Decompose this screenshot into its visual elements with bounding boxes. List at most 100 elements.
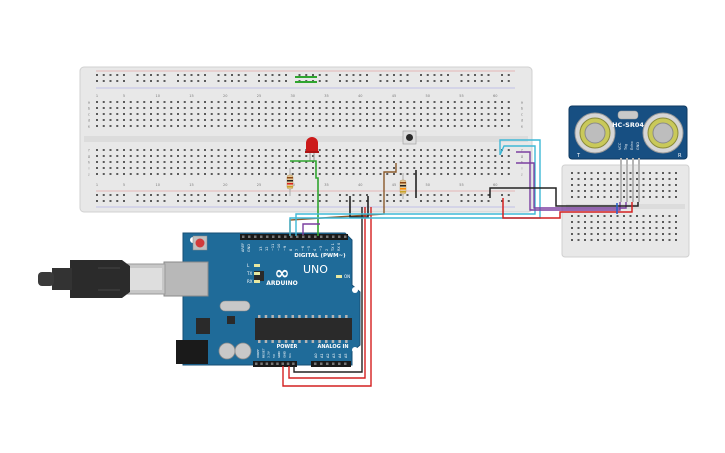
analog-pin-label: A3 (332, 353, 336, 358)
mounting-hole (352, 287, 358, 293)
sensor-pin-label: Trig (624, 144, 628, 151)
power-pin-label: 3.3V (267, 350, 271, 358)
power-pin-label: IOREF (256, 349, 260, 358)
column-number: 45 (392, 94, 396, 98)
wire-cyan-1[interactable] (289, 212, 541, 236)
wire-red-power[interactable] (282, 207, 372, 387)
usb-cable[interactable] (38, 260, 166, 298)
digital-pin-label: ~3 (319, 246, 323, 251)
gnd-label: GND (247, 244, 251, 252)
breadboard-holes (96, 74, 510, 202)
column-number: 35 (324, 94, 328, 98)
row-letter: j (521, 172, 523, 176)
power-pin-label: 5V (272, 353, 276, 358)
row-letter: h (88, 160, 90, 164)
column-number: 25 (257, 183, 261, 187)
digital-pin-label: 4 (313, 248, 317, 251)
power-header[interactable] (253, 361, 297, 367)
small-breadboard[interactable] (561, 164, 690, 258)
column-number: 20 (223, 94, 227, 98)
capacitor (234, 342, 252, 360)
wire-purple-arduino[interactable] (302, 223, 320, 235)
analog-header[interactable] (311, 361, 351, 367)
analog-pin-label: A1 (320, 353, 324, 358)
digital-pin-label: ~6 (301, 246, 305, 251)
digital-pin-label: 8 (289, 249, 293, 251)
sensor-model-label: HC-SR04 (612, 121, 644, 129)
arduino-model: UNO (303, 263, 328, 276)
row-letter: c (88, 112, 90, 116)
digital-pin-label: ~5 (307, 246, 311, 251)
push-button[interactable] (402, 130, 417, 145)
sensor-corner-mark-left: T (576, 153, 581, 159)
digital-pin-label: 13 (259, 247, 263, 251)
wire-red-sensor-vcc[interactable] (502, 198, 633, 219)
row-letter: a (88, 100, 90, 104)
board-led-label: RX (247, 279, 253, 284)
column-number: 55 (459, 94, 463, 98)
wire-black-bb[interactable] (349, 196, 369, 218)
microcontroller-pins (258, 315, 348, 343)
sensor-pin-label: GND (636, 142, 640, 150)
analog-pin-label: A5 (344, 353, 348, 358)
transducer-left (574, 112, 616, 154)
analog-pin-label: A4 (338, 353, 342, 358)
column-number: 5 (123, 183, 125, 187)
wire-red-5v[interactable] (288, 207, 366, 379)
row-letter: d (521, 118, 523, 122)
analog-label: ANALOG IN (317, 344, 348, 350)
reset-button[interactable] (192, 235, 208, 251)
column-number: 60 (493, 183, 497, 187)
column-number: 45 (392, 183, 396, 187)
row-letter: a (521, 100, 523, 104)
column-number: 40 (358, 94, 362, 98)
column-number: 40 (358, 183, 362, 187)
column-number: 15 (189, 183, 193, 187)
aref-label: AREF (241, 243, 245, 252)
column-number: 30 (291, 94, 295, 98)
column-number: 20 (223, 183, 227, 187)
wire-cyan-2[interactable] (499, 139, 541, 212)
arduino-brand: ARDUINO (266, 280, 297, 287)
sensor-pin-label: VCC (618, 142, 622, 150)
digital-pin-label: ~11 (271, 244, 275, 251)
digital-pin-label: ~9 (283, 246, 287, 251)
row-letter: d (88, 118, 90, 122)
arduino-logo-icon: ∞ (275, 263, 290, 284)
wire-black-sensor-gnd[interactable] (489, 187, 639, 207)
analog-pin-label: A2 (326, 353, 330, 358)
column-number: 60 (493, 94, 497, 98)
column-number: 1 (96, 183, 98, 187)
digital-pin-label: TX 1 (331, 243, 335, 252)
digital-pin-label: ~10 (277, 244, 281, 251)
wire-cyan-3[interactable] (295, 145, 536, 236)
column-number: 50 (426, 183, 430, 187)
row-letter: f (88, 148, 90, 152)
analog-pin-label: A0 (314, 353, 318, 358)
digital-label: DIGITAL (PWM~) (294, 253, 346, 259)
row-letter: e (521, 124, 523, 128)
resistor-2[interactable] (399, 173, 407, 199)
column-number: 15 (189, 94, 193, 98)
board-led (254, 264, 260, 267)
digital-pin-label: 12 (265, 247, 269, 251)
red-led[interactable] (305, 137, 319, 161)
small-breadboard-holes (571, 172, 677, 241)
column-number: 50 (426, 94, 430, 98)
wire-green-led[interactable] (290, 160, 319, 236)
resistor-1[interactable] (286, 168, 294, 196)
digital-header[interactable] (240, 234, 348, 240)
row-letter: e (88, 124, 90, 128)
crystal (219, 300, 251, 312)
column-number: 5 (123, 94, 125, 98)
wire-black-gnd[interactable] (293, 207, 363, 373)
column-number: 55 (459, 183, 463, 187)
